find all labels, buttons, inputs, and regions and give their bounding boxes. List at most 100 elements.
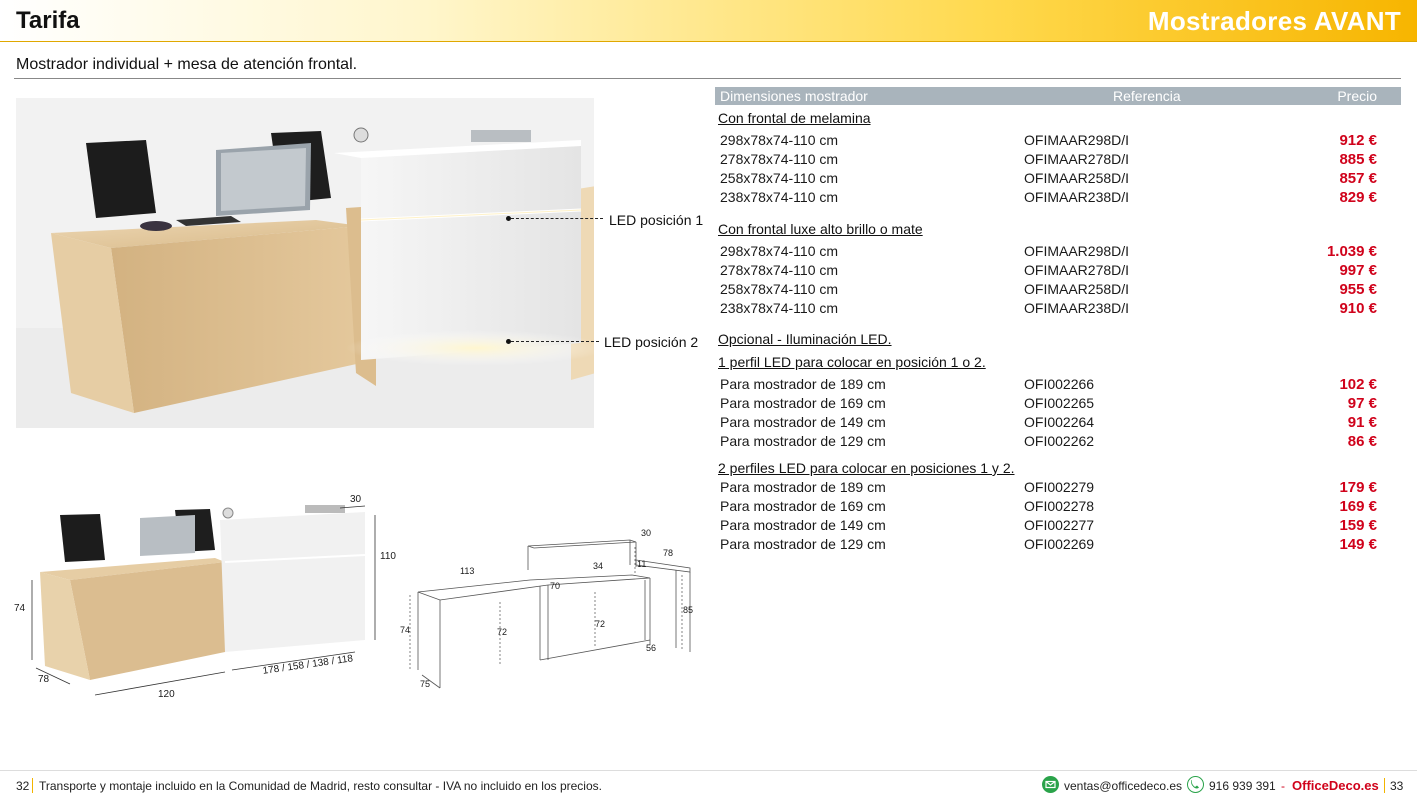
table-row: Para mostrador de 149 cm OFI002264 91 € [715,413,1401,432]
table-row: 278x78x74-110 cm OFIMAAR278D/I 885 € [715,150,1401,169]
row-dimensions: 258x78x74-110 cm [720,281,839,297]
row-dimensions: Para mostrador de 189 cm [720,479,886,495]
product-line-title: Mostradores AVANT [1147,6,1401,36]
schem-11: 11 [637,559,647,569]
row-reference: OFI002265 [1024,395,1095,411]
row-price: 159 € [1339,517,1377,534]
led-position-1-label: LED posición 1 [609,212,704,228]
schem-72-right: 72 [595,619,606,629]
page-number-left: 32 [16,779,30,793]
row-dimensions: 298x78x74-110 cm [720,243,839,259]
section-title: Con frontal de melamina [718,110,871,126]
technical-schematic [400,520,700,700]
row-price: 102 € [1339,376,1377,393]
price-table: Dimensiones mostrador Referencia Precio … [715,87,1401,554]
header-price: Precio [1337,88,1377,104]
contact-email[interactable]: ventas@officedeco.es [1064,779,1183,793]
row-reference: OFI002262 [1024,433,1095,449]
email-icon [1042,776,1059,793]
led-position-1-marker [506,216,511,221]
row-reference: OFIMAAR238D/I [1024,189,1130,205]
row-dimensions: Para mostrador de 169 cm [720,498,886,514]
row-price: 86 € [1347,433,1377,450]
brand-link[interactable]: OfficeDeco.es [1292,778,1379,793]
row-price: 885 € [1339,151,1377,168]
row-price: 857 € [1339,170,1377,187]
footer-note: Transporte y montaje incluido en la Comu… [39,779,602,793]
section-title: Con frontal luxe alto brillo o mate [718,221,923,237]
row-dimensions: 258x78x74-110 cm [720,170,839,186]
row-price: 169 € [1339,498,1377,515]
row-price: 91 € [1347,414,1377,431]
row-dimensions: 278x78x74-110 cm [720,262,839,278]
schem-78: 78 [663,548,674,558]
table-row: 258x78x74-110 cm OFIMAAR258D/I 955 € [715,280,1401,299]
dimensioned-render [10,490,400,710]
schem-113: 113 [460,566,475,576]
section-title: 2 perfiles LED para colocar en posicione… [718,460,1015,476]
table-row: Para mostrador de 169 cm OFI002265 97 € [715,394,1401,413]
section-title: 1 perfil LED para colocar en posición 1 … [718,354,986,370]
page-number-right: 33 [1390,779,1404,793]
row-reference: OFI002264 [1024,414,1095,430]
footer-dash: - [1281,779,1285,793]
row-dimensions: Para mostrador de 189 cm [720,376,886,392]
contact-phone[interactable]: 916 939 391 [1209,779,1276,793]
row-reference: OFIMAAR278D/I [1024,262,1130,278]
row-reference: OFIMAAR298D/I [1024,132,1130,148]
row-dimensions: Para mostrador de 169 cm [720,395,886,411]
row-reference: OFIMAAR238D/I [1024,300,1130,316]
row-reference: OFI002279 [1024,479,1095,495]
schem-72-left: 72 [497,627,508,637]
schem-74: 74 [400,625,411,635]
dim-78: 78 [38,674,50,685]
schem-56: 56 [646,643,657,653]
dim-120: 120 [158,689,175,700]
schem-75: 75 [420,679,431,689]
row-dimensions: Para mostrador de 149 cm [720,414,886,430]
table-row: Para mostrador de 189 cm OFI002266 102 € [715,375,1401,394]
table-row: 278x78x74-110 cm OFIMAAR278D/I 997 € [715,261,1401,280]
product-subtitle: Mostrador individual + mesa de atención … [16,56,358,73]
row-price: 97 € [1347,395,1377,412]
led-position-2-label: LED posición 2 [604,334,699,350]
row-dimensions: 278x78x74-110 cm [720,151,839,167]
schem-34: 34 [593,561,604,571]
row-reference: OFIMAAR258D/I [1024,281,1130,297]
row-reference: OFI002266 [1024,376,1095,392]
page-title: Tarifa [16,7,80,34]
row-price: 910 € [1339,300,1377,317]
optional-led-title: Opcional - Iluminación LED. [718,331,892,347]
row-price: 149 € [1339,536,1377,553]
schem-85: 85 [683,605,694,615]
footer-separator [1384,778,1385,793]
led-position-1-leader [511,218,603,219]
led-position-2-marker [506,339,511,344]
led-position-2-leader [511,341,599,342]
row-price: 1.039 € [1326,243,1377,260]
table-header: Dimensiones mostrador Referencia Precio [715,87,1401,105]
header-band: Tarifa Mostradores AVANT [0,0,1417,42]
dim-30: 30 [350,494,362,505]
row-dimensions: Para mostrador de 129 cm [720,536,886,552]
header-reference: Referencia [1113,88,1181,104]
row-reference: OFI002278 [1024,498,1095,514]
table-row: Para mostrador de 169 cm OFI002278 169 € [715,497,1401,516]
phone-icon [1187,776,1204,793]
row-price: 955 € [1339,281,1377,298]
dim-74: 74 [14,603,26,614]
dim-110: 110 [380,551,396,562]
row-reference: OFIMAAR278D/I [1024,151,1130,167]
row-dimensions: 298x78x74-110 cm [720,132,839,148]
schem-30: 30 [641,528,652,538]
footer: 32 Transporte y montaje incluido en la C… [0,776,1417,796]
row-reference: OFI002277 [1024,517,1095,533]
footer-separator [32,778,33,793]
row-price: 997 € [1339,262,1377,279]
